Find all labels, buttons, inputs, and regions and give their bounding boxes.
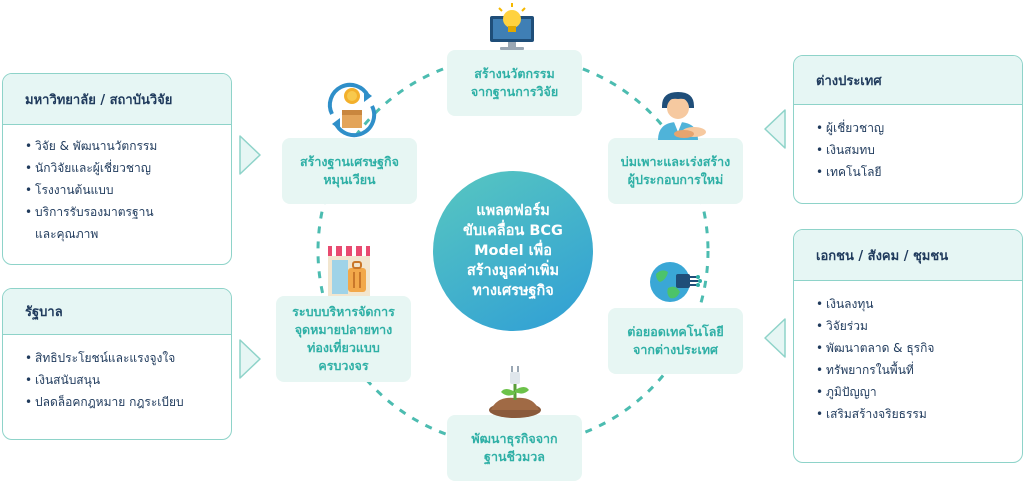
node-tourism-line: ระบบบริหารจัดการ [292, 304, 395, 319]
list-item: พัฒนาตลาด & ธุรกิจ [816, 337, 1010, 359]
node-innovation-line: จากฐานการวิจัย [470, 84, 559, 99]
node-bio-business: พัฒนาธุรกิจจาก ฐานชีวมวล [447, 415, 582, 481]
node-technology-line: จากต่างประเทศ [633, 342, 718, 357]
node-bio-business-line: พัฒนาธุรกิจจาก [471, 431, 558, 446]
list-item: ภูมิปัญญา [816, 381, 1010, 403]
list-item: ทรัพยากรในพื้นที่ [816, 359, 1010, 381]
node-technology-line: ต่อยอดเทคโนโลยี [627, 324, 724, 339]
foreign-card-title: ต่างประเทศ [794, 56, 1022, 105]
node-tourism-line: ครบวงจร [318, 358, 369, 373]
center-line: ทางเศรษฐกิจ [472, 283, 554, 299]
private-card-title: เอกชน / สังคม / ชุมชน [794, 230, 1022, 281]
node-entrepreneur-line: ผู้ประกอบการใหม่ [627, 172, 724, 187]
center-line: Model เพื่อ [474, 243, 552, 259]
list-item: วิจัย & พัฒนานวัตกรรม [25, 135, 219, 157]
plant-plug-icon [489, 366, 541, 418]
list-item: เงินสมทบ [816, 139, 1010, 161]
node-tourism: ระบบบริหารจัดการ จุดหมายปลายทาง ท่องเที่… [276, 296, 411, 382]
node-technology: ต่อยอดเทคโนโลยี จากต่างประเทศ [608, 308, 743, 374]
center-line: ขับเคลื่อน BCG [463, 223, 563, 239]
chevron-left-icon [764, 109, 786, 149]
list-item: ผู้เชี่ยวชาญ [816, 117, 1010, 139]
node-entrepreneur: บ่มเพาะและเร่งสร้าง ผู้ประกอบการใหม่ [608, 138, 743, 204]
coin-cycle-box-icon [327, 82, 377, 138]
government-card-title: รัฐบาล [3, 289, 231, 335]
list-item: ปลดล็อคกฎหมาย กฎระเบียบ [25, 391, 219, 413]
university-card: มหาวิทยาลัย / สถาบันวิจัย วิจัย & พัฒนาน… [2, 73, 232, 265]
lightbulb-monitor-icon [490, 3, 534, 50]
node-entrepreneur-line: บ่มเพาะและเร่งสร้าง [620, 154, 731, 169]
node-tourism-line: ท่องเที่ยวแบบ [307, 340, 380, 355]
list-item: เสริมสร้างจริยธรรม [816, 403, 1010, 425]
shop-luggage-icon [328, 246, 370, 296]
list-item: สิทธิประโยชน์และแรงจูงใจ [25, 347, 219, 369]
foreign-card: ต่างประเทศ ผู้เชี่ยวชาญเงินสมทบเทคโนโลยี [793, 55, 1023, 204]
list-item: นักวิจัยและผู้เชี่ยวชาญ [25, 157, 219, 179]
government-card: รัฐบาล สิทธิประโยชน์และแรงจูงใจเงินสนับส… [2, 288, 232, 440]
foreign-card-list: ผู้เชี่ยวชาญเงินสมทบเทคโนโลยี [816, 117, 1010, 183]
center-line: สร้างมูลค่าเพิ่ม [466, 263, 560, 279]
list-item: เงินสนับสนุน [25, 369, 219, 391]
center-platform-circle: แพลตฟอร์ม ขับเคลื่อน BCG Model เพื่อ สร้… [433, 171, 593, 331]
node-tourism-line: จุดหมายปลายทาง [294, 322, 393, 337]
chevron-left-icon [764, 318, 786, 358]
node-innovation-line: สร้างนวัตกรรม [474, 66, 555, 81]
node-circular-line: สร้างฐานเศรษฐกิจ [300, 154, 399, 169]
list-item: โรงงานต้นแบบ [25, 179, 219, 201]
chevron-right-icon [239, 135, 261, 175]
business-person-icon [658, 92, 706, 140]
list-item: วิจัยร่วม [816, 315, 1010, 337]
node-circular-line: หมุนเวียน [323, 172, 376, 187]
university-card-title: มหาวิทยาลัย / สถาบันวิจัย [3, 74, 231, 125]
chevron-right-icon [239, 339, 261, 379]
globe-chip-icon [650, 262, 702, 302]
node-circular: สร้างฐานเศรษฐกิจ หมุนเวียน [282, 138, 417, 204]
center-line: แพลตฟอร์ม [476, 203, 550, 219]
list-item: เงินลงทุน [816, 293, 1010, 315]
node-bio-business-line: ฐานชีวมวล [484, 449, 545, 464]
private-card-list: เงินลงทุนวิจัยร่วมพัฒนาตลาด & ธุรกิจทรัพ… [816, 293, 1010, 425]
list-item: เทคโนโลยี [816, 161, 1010, 183]
university-card-list: วิจัย & พัฒนานวัตกรรมนักวิจัยและผู้เชี่ย… [25, 135, 219, 245]
node-innovation: สร้างนวัตกรรม จากฐานการวิจัย [447, 50, 582, 116]
government-card-list: สิทธิประโยชน์และแรงจูงใจเงินสนับสนุนปลดล… [25, 347, 219, 413]
private-card: เอกชน / สังคม / ชุมชน เงินลงทุนวิจัยร่วม… [793, 229, 1023, 463]
